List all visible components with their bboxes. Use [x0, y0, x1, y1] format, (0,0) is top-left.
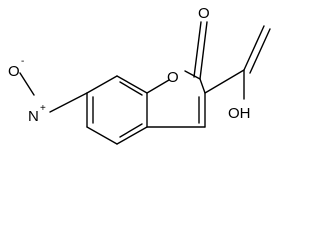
atom-label-nitro-o: O — [8, 63, 20, 80]
bond-c5-c6 — [86, 126, 118, 145]
atom-label-nitro-n: N — [28, 108, 39, 125]
charge-label-nitro-n: + — [40, 103, 46, 114]
bond-c2-carbonyl-o — [199, 21, 208, 80]
bond-o1-c2 — [184, 70, 201, 80]
chemical-structure: O - N + O O OH — [8, 5, 271, 145]
nitro-group — [19, 72, 88, 113]
bond-c8a-o1 — [146, 79, 170, 94]
benzene-ring — [86, 75, 148, 145]
lactone-carbonyl — [193, 21, 208, 80]
bond-c4a-c5-inner — [119, 123, 143, 138]
atom-label-ring-o: O — [167, 69, 179, 86]
atom-label-acid-oh: OH — [228, 105, 251, 122]
bond-c8-c8a-inner — [119, 81, 143, 96]
carboxylic-acid — [204, 25, 271, 100]
bond-c7-n — [49, 92, 88, 113]
bond-cooh-c-o-inner — [249, 28, 271, 74]
bond-c3-cooh — [204, 69, 245, 94]
bond-cooh-c-o — [243, 25, 265, 71]
bond-c4a-c5 — [116, 126, 148, 145]
bond-c2-carbonyl-o-inner — [193, 21, 202, 78]
bond-c2-c3 — [199, 78, 206, 94]
pyranone-ring — [146, 70, 206, 128]
bond-n-o-minus — [19, 72, 35, 96]
atom-label-carbonyl-o: O — [198, 5, 210, 22]
bond-c8-c8a — [116, 75, 148, 94]
bond-c7-c8 — [86, 75, 118, 94]
charge-label-nitro-o: - — [21, 56, 24, 67]
